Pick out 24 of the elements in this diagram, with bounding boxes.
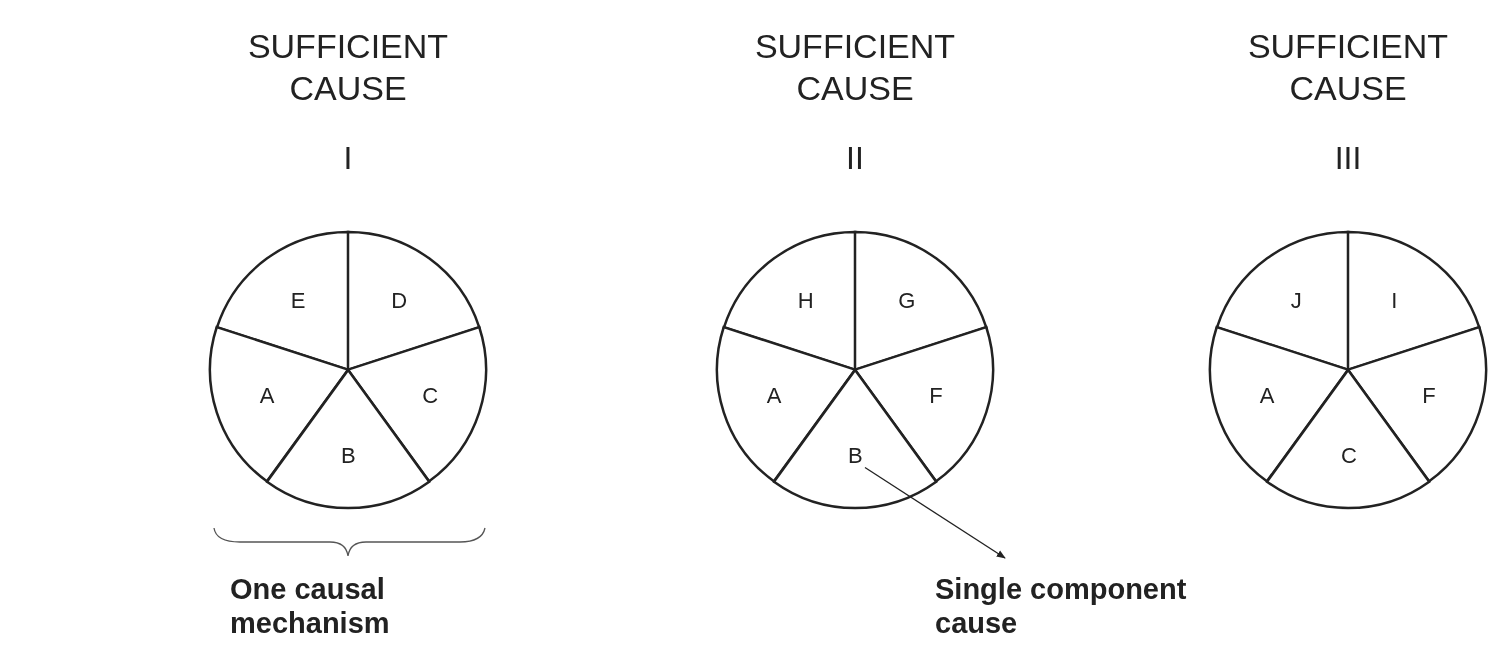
segment-letter: I — [1391, 288, 1398, 313]
leader-arrow — [864, 466, 1006, 559]
segment-letter: B — [341, 443, 356, 468]
segment-letter: J — [1290, 288, 1302, 313]
brace-caption: One causal mechanism — [230, 572, 391, 640]
segment-letter: B — [848, 443, 863, 468]
segment-letter: A — [766, 384, 782, 409]
segment-letter: C — [422, 384, 439, 409]
segment-letter: F — [1422, 384, 1436, 409]
segment-letter: G — [898, 288, 916, 313]
segment-letter: H — [797, 288, 814, 313]
pie-title: SUFFICIENT CAUSE — [246, 26, 450, 109]
segment-letter: E — [290, 288, 306, 313]
segment-letter: A — [259, 384, 275, 409]
roman-numeral: II — [845, 140, 865, 176]
annotation-text: Single component cause — [935, 572, 1265, 640]
segment-letter: C — [1341, 443, 1357, 468]
segment-letter: D — [391, 288, 408, 313]
segment-letter: A — [1259, 384, 1275, 409]
pie-title: SUFFICIENT CAUSE — [753, 26, 957, 109]
pie-title: SUFFICIENT CAUSE — [1246, 26, 1450, 109]
segment-letter: F — [929, 384, 943, 409]
roman-numeral: I — [342, 140, 354, 176]
roman-numeral: III — [1333, 140, 1363, 176]
